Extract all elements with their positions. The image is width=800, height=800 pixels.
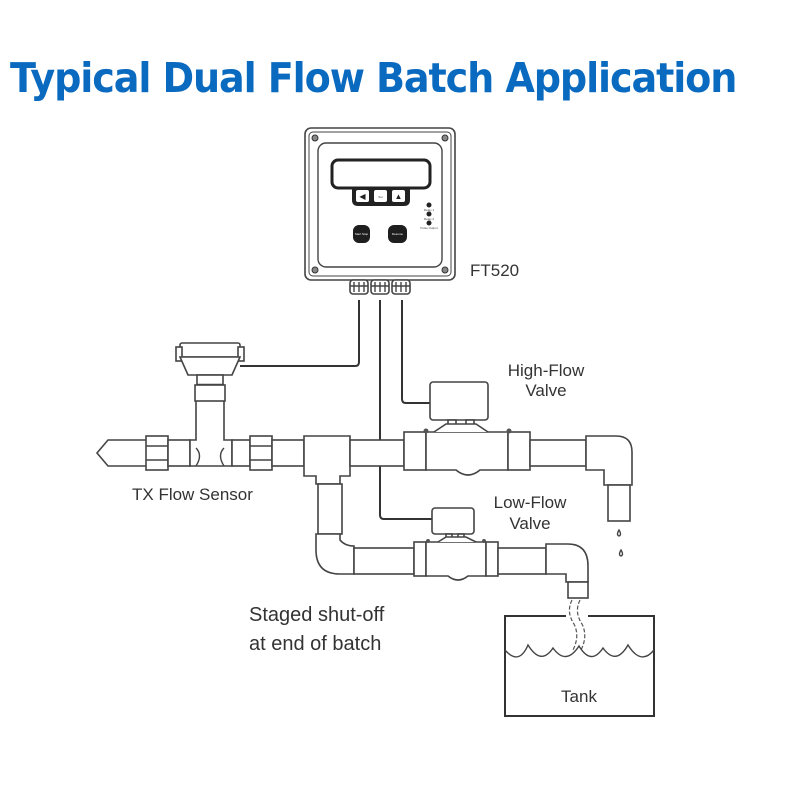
low-flow-valve-wire <box>379 300 432 520</box>
resume-label: Resume <box>392 232 404 236</box>
high-flow-valve-wire <box>401 300 430 404</box>
status-indicators: Relay 1 Relay 2 Pulse Output <box>420 202 438 230</box>
tank-label: Tank <box>561 687 597 706</box>
relay-1-led <box>426 202 432 208</box>
left-key-icon: ◀ <box>359 192 366 201</box>
high-flow-valve-label-2: Valve <box>525 381 566 400</box>
tx-flow-sensor <box>175 342 245 402</box>
high-flow-elbow <box>585 435 633 486</box>
staged-shutoff-note-1: Staged shut-off <box>249 604 385 626</box>
low-flow-valve-body <box>425 541 487 581</box>
up-key[interactable] <box>392 190 405 202</box>
low-flow-valve-actuator <box>426 507 486 543</box>
high-flow-outlet <box>607 484 631 522</box>
flow-sensor-label: TX Flow Sensor <box>132 485 253 504</box>
set-key[interactable] <box>374 190 387 202</box>
relay-2-led <box>426 211 432 217</box>
high-flow-valve-actuator <box>423 381 512 434</box>
lcd-display <box>330 158 432 190</box>
branch-tee <box>303 435 351 485</box>
start-stop-label: Start Stop <box>355 232 369 236</box>
high-flow-valve-body <box>425 431 509 476</box>
low-flow-elbow <box>545 543 589 583</box>
low-flow-outlet <box>567 581 589 599</box>
water-surface <box>504 643 655 658</box>
screw-icons <box>311 134 449 274</box>
pipe-union-left <box>145 435 169 471</box>
water-stream <box>568 599 586 651</box>
pipe-union-right <box>249 435 273 471</box>
start-stop-button[interactable] <box>353 225 370 243</box>
lower-elbow <box>315 533 355 575</box>
controller-model-label: FT520 <box>470 261 519 280</box>
low-flow-valve-label-2: Valve <box>509 514 550 533</box>
cable-glands <box>349 279 411 295</box>
relay-1-label: Relay 1 <box>424 208 435 212</box>
pulse-output-label: Pulse Output <box>420 226 438 230</box>
high-flow-valve-label-1: High-Flow <box>508 361 585 380</box>
pulse-output-led <box>426 220 432 226</box>
set-key-label: Set <box>378 195 383 199</box>
low-flow-branch <box>315 483 589 599</box>
sensor-wire <box>240 300 360 367</box>
sensor-tee <box>189 397 233 467</box>
water-drip-icons <box>616 528 624 557</box>
up-key-icon: ▲ <box>395 192 403 201</box>
ft520-controller: ◀ Set ▲ Start Stop Resume Relay 1 Relay … <box>304 127 456 295</box>
signal-wires <box>240 300 432 520</box>
diagram-title: Typical Dual Flow Batch Application <box>10 54 737 102</box>
main-pipe <box>95 397 633 522</box>
staged-shutoff-note-2: at end of batch <box>249 633 381 655</box>
left-key[interactable] <box>356 190 369 202</box>
resume-button[interactable] <box>388 225 407 243</box>
relay-2-label: Relay 2 <box>424 217 435 221</box>
low-flow-valve-label-1: Low-Flow <box>494 493 567 512</box>
tank <box>504 615 655 717</box>
